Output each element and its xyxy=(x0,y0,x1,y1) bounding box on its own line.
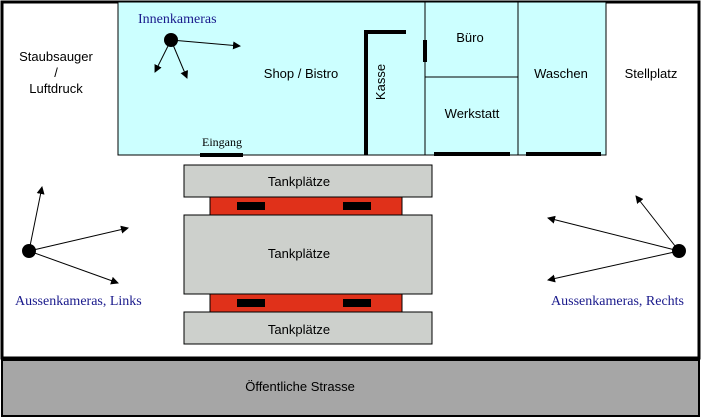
camera-view-arrow xyxy=(547,250,680,283)
vacuum-label-line3: Luftdruck xyxy=(29,81,83,96)
building xyxy=(117,1,607,156)
camera-view-arrow xyxy=(28,225,129,252)
parking-label: Stellplatz xyxy=(625,66,678,81)
workshop-label: Werkstatt xyxy=(445,106,500,121)
camera-dot-icon xyxy=(672,244,686,258)
camera-dot-icon xyxy=(22,244,36,258)
street-area xyxy=(1,359,700,417)
pump-area-bottom xyxy=(183,311,433,345)
wash-label: Waschen xyxy=(534,66,588,81)
outdoor-camera-right xyxy=(547,195,686,283)
office-label: Büro xyxy=(456,30,483,45)
shop-label: Shop / Bistro xyxy=(264,66,338,81)
entrance-label: Eingang xyxy=(202,135,242,149)
camera-view-arrow xyxy=(170,39,241,50)
camera-view-arrow xyxy=(28,250,119,285)
vacuum-label-line1: Staubsauger xyxy=(19,49,93,64)
street-label: Öffentliche Strasse xyxy=(245,379,355,394)
camera-view-arrow xyxy=(547,215,680,252)
pumps-top-label: Tankplätze xyxy=(268,174,330,189)
indoor-camera xyxy=(154,33,241,79)
pumps-bottom-label: Tankplätze xyxy=(268,322,330,337)
fuel-pump xyxy=(237,202,265,210)
fuel-pump xyxy=(343,299,371,307)
cashier-label: Kasse xyxy=(373,64,388,100)
fuel-pump xyxy=(237,299,265,307)
pump-area-middle xyxy=(183,214,433,295)
outdoor-camera-left xyxy=(22,186,129,285)
outdoor-cameras-left-label: Aussenkameras, Links xyxy=(15,294,142,309)
camera-view-arrow xyxy=(28,186,45,252)
camera-dot-icon xyxy=(164,33,178,47)
pumps-middle-label: Tankplätze xyxy=(268,246,330,261)
cashier-counter xyxy=(364,30,406,155)
fuel-pump xyxy=(343,202,371,210)
pump-area-top xyxy=(183,164,433,198)
outdoor-cameras-right-label: Aussenkameras, Rechts xyxy=(551,294,684,309)
indoor-cameras-label: Innenkameras xyxy=(138,12,217,27)
camera-view-arrow xyxy=(635,195,680,252)
vacuum-label-line2: / xyxy=(54,65,58,80)
